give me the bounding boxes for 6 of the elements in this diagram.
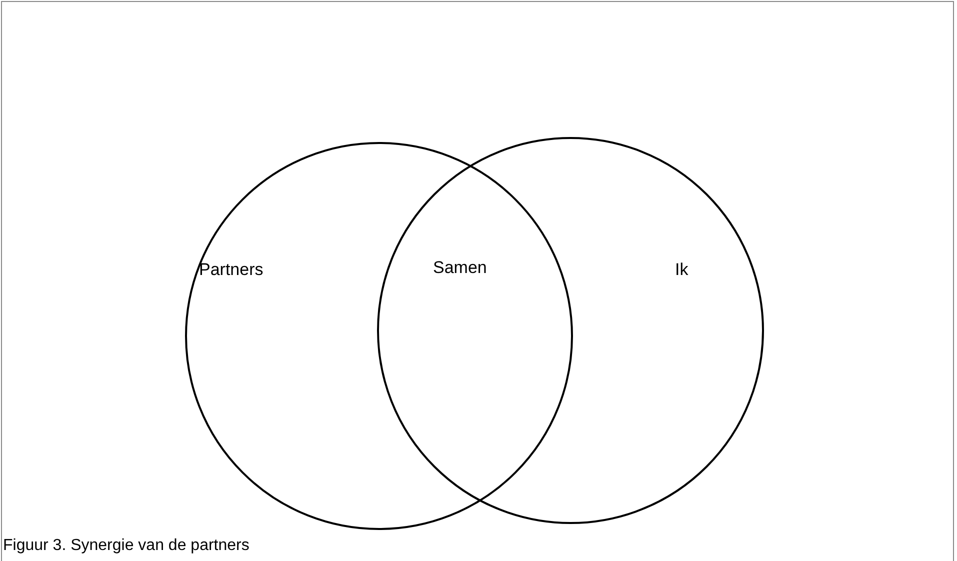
overlap-label: Samen — [433, 258, 487, 278]
set-label: Partners — [199, 260, 264, 280]
venn-circle — [185, 142, 573, 530]
venn-circle — [377, 137, 764, 524]
figure-caption: Figuur 3. Synergie van de partners — [3, 537, 250, 555]
set-label: Ik — [675, 260, 688, 280]
